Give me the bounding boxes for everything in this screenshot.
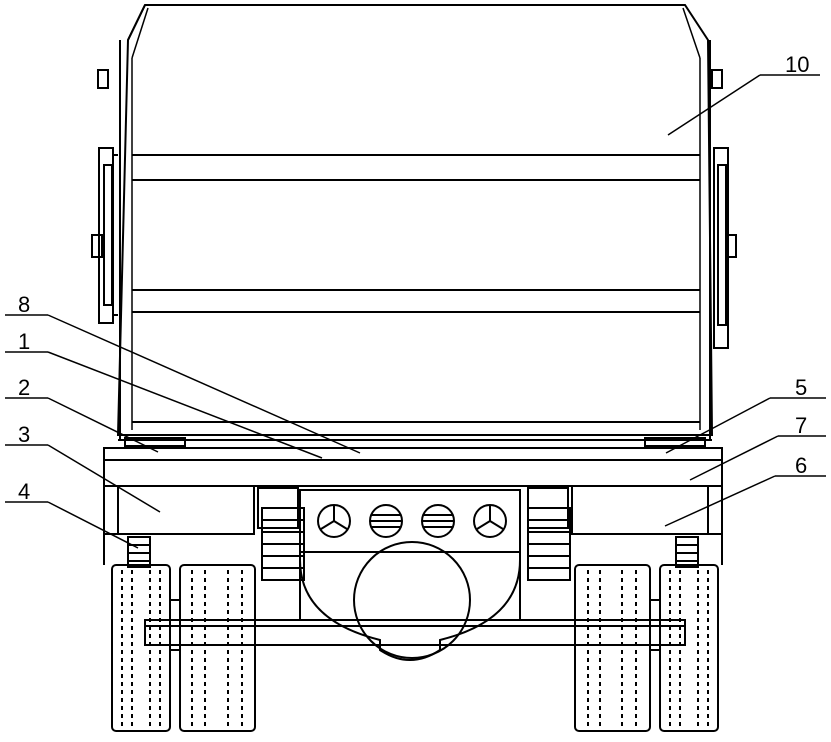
callout-3: 3	[18, 422, 30, 447]
callout-10: 10	[785, 52, 809, 77]
callout-1: 1	[18, 329, 30, 354]
rear-bumper	[144, 619, 686, 646]
right-spring	[675, 536, 699, 568]
cargo-box	[116, 4, 714, 440]
callout-4: 4	[18, 479, 30, 504]
right-gear-motor	[527, 507, 571, 581]
axle-housing	[299, 541, 521, 661]
left-gear-motor	[261, 507, 305, 581]
callout-2: 2	[18, 375, 30, 400]
callout-6: 6	[795, 453, 807, 478]
callout-8: 8	[18, 292, 30, 317]
right-side-box	[571, 485, 723, 535]
fan-icon	[317, 504, 351, 538]
callout-7: 7	[795, 413, 807, 438]
frame-crossbeam	[103, 437, 723, 487]
fan-icon	[473, 504, 507, 538]
callout-5: 5	[795, 375, 807, 400]
leader-lines	[5, 74, 826, 549]
left-wheel-set	[111, 564, 256, 732]
left-hinge-assembly	[91, 69, 118, 324]
callout-labels: 10 8 1 2 3 4 5 7 6	[18, 52, 809, 504]
right-hinge-assembly	[711, 69, 737, 349]
left-spring	[127, 536, 151, 568]
right-wheel-set	[574, 564, 719, 732]
left-side-box	[103, 485, 255, 535]
